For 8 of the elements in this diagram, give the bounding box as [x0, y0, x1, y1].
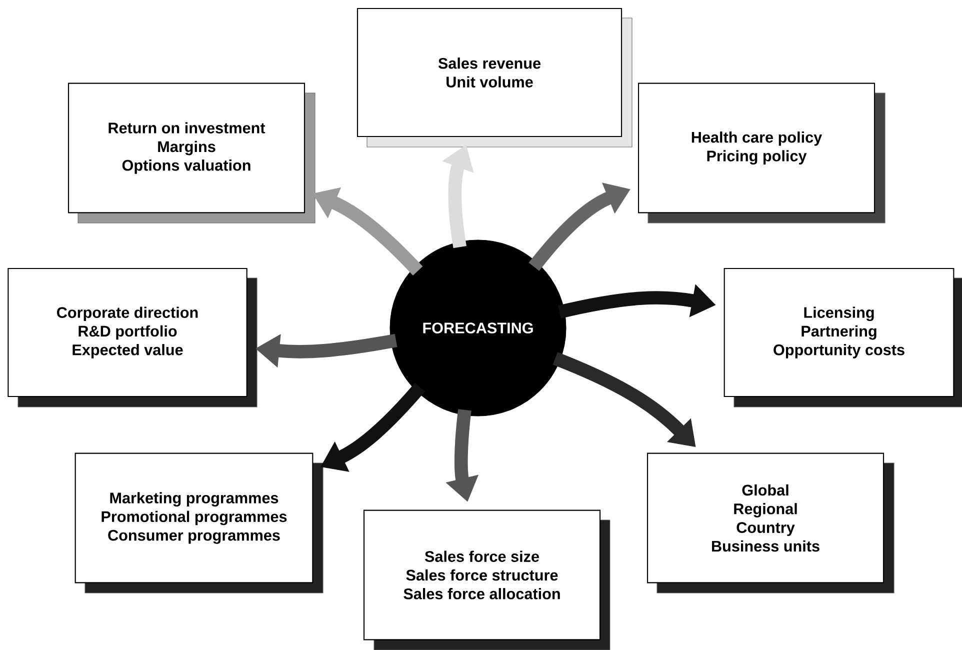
- text-box: Health care policy Pricing policy: [638, 82, 886, 224]
- text-box: Sales force size Sales force structure Sales force allocation: [363, 510, 610, 650]
- text-box: Global Regional Country Business units: [646, 452, 894, 594]
- text-box: Marketing programmes Promotional programmes Consumer programmes: [74, 452, 324, 594]
- text-box: Return on investment Margins Options valuation: [68, 82, 316, 224]
- text-box: Licensing Partnering Opportunity costs: [724, 268, 962, 408]
- text-box: Corporate direction R&D portfolio Expected value: [8, 268, 258, 408]
- text-box: Sales revenue Unit volume: [356, 8, 632, 148]
